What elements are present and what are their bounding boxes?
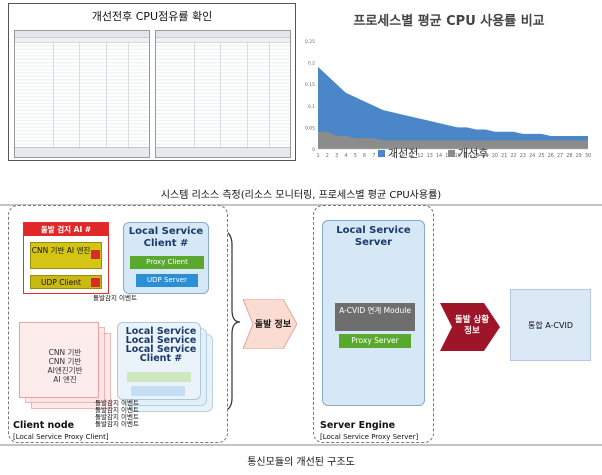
- cnn-engine: CNN 기반 AI 엔진: [30, 242, 102, 269]
- x-tick-label: 16: [455, 153, 461, 159]
- x-tick-label: 29: [576, 153, 582, 159]
- series-area-1: [318, 131, 588, 149]
- x-tick-label: 22: [510, 153, 516, 159]
- local-service-client: Local Service Client # Proxy Client UDP …: [123, 222, 209, 294]
- cpu-screenshot-panel: 개선전후 CPU점유률 확인: [8, 3, 296, 161]
- x-tick-label: 4: [344, 153, 347, 159]
- y-tick-label: 0: [312, 147, 315, 153]
- x-tick-label: 27: [557, 153, 563, 159]
- y-tick-label: 0.2: [308, 61, 315, 67]
- x-tick-label: 14: [436, 153, 442, 159]
- x-tick-label: 20: [492, 153, 498, 159]
- lsc-title: Local Service Client #: [128, 226, 204, 249]
- legend-swatch-0: [378, 150, 385, 157]
- screenshot-before: [14, 30, 150, 158]
- acvid-module: A-CVID 연계 Module: [335, 303, 415, 331]
- x-tick-label: 11: [408, 153, 414, 159]
- x-tick-label: 28: [566, 153, 572, 159]
- x-tick-label: 23: [520, 153, 526, 159]
- x-tick-label: 24: [529, 153, 535, 159]
- port-icon: [91, 250, 100, 259]
- server-engine: Local Service Server A-CVID 연계 Module Pr…: [313, 205, 434, 443]
- arrow1-label: 돌발 정보: [254, 320, 292, 330]
- x-tick-label: 19: [483, 153, 489, 159]
- x-tick-label: 12: [417, 153, 423, 159]
- legend-swatch-1: [448, 150, 455, 157]
- panel-title: 개선전후 CPU점유률 확인: [91, 10, 213, 23]
- ai-box-title: 돌발 검지 AI #: [24, 223, 108, 236]
- server-engine-label: Server Engine: [320, 420, 396, 431]
- caption-bottom: 통신모듈의 개선된 구조도: [247, 457, 355, 468]
- udp-server: UDP Server: [136, 274, 198, 287]
- x-tick-label: 21: [501, 153, 507, 159]
- chart-svg: 프로세스별 평균 CPU 사용률 비교 0.250.20.150.10.0501…: [305, 13, 591, 160]
- info-arrow-2: [440, 303, 500, 351]
- x-tick-label: 6: [363, 153, 366, 159]
- client-node-label: Client node: [13, 420, 75, 431]
- lss-title: Local Service Server: [336, 225, 411, 248]
- x-tick-label: 2: [326, 153, 329, 159]
- x-tick-label: 13: [427, 153, 433, 159]
- x-tick-label: 5: [354, 153, 357, 159]
- ai-box: 돌발 검지 AI # CNN 기반 AI 엔진 UDP Client: [23, 222, 109, 294]
- y-tick-label: 0.1: [308, 104, 315, 110]
- x-tick-label: 30: [585, 153, 591, 159]
- x-tick-label: 26: [548, 153, 554, 159]
- screenshot-after: [155, 30, 291, 158]
- port-icon: [91, 278, 100, 287]
- server-engine-sub: [Local Service Proxy Server]: [320, 433, 419, 441]
- info-arrow-1: [243, 299, 297, 349]
- x-tick-label: 7: [372, 153, 375, 159]
- x-tick-label: 3: [335, 153, 338, 159]
- integrated-acvid: 통합 A-CVID: [510, 289, 591, 361]
- x-tick-label: 25: [538, 153, 544, 159]
- y-tick-label: 0.25: [305, 39, 315, 45]
- x-tick-label: 10: [399, 153, 405, 159]
- proxy-server: Proxy Server: [339, 334, 411, 348]
- caption-top: 시스템 리소스 측정(리소스 모니터링, 프로세스별 평균 CPU사용률): [160, 190, 442, 201]
- y-tick-label: 0.05: [305, 125, 315, 131]
- local-service-server: Local Service Server A-CVID 연계 Module Pr…: [322, 220, 425, 406]
- legend-label-0: 개선전: [388, 147, 418, 160]
- arrow2-label: 돌발 상황 정보: [454, 315, 490, 336]
- ai-box-stack: [19, 322, 99, 398]
- udp-client: UDP Client: [30, 275, 102, 289]
- series-area-0: [318, 66, 588, 149]
- x-tick-label: 1: [316, 153, 319, 159]
- y-tick-label: 0.15: [305, 82, 315, 88]
- client-node-sub: [Local Service Proxy Client]: [13, 433, 109, 441]
- event-label: 돌발감지 이벤트: [93, 294, 137, 302]
- x-tick-label: 9: [391, 153, 394, 159]
- x-tick-label: 18: [473, 153, 479, 159]
- legend-label-1: 개선후: [458, 147, 488, 160]
- chart-title: 프로세스별 평균 CPU 사용률 비교: [353, 13, 544, 29]
- client-node: 돌발 검지 AI # CNN 기반 AI 엔진 UDP Client 돌발감지 …: [8, 205, 228, 443]
- x-tick-label: 17: [464, 153, 470, 159]
- proxy-client: Proxy Client: [130, 256, 204, 269]
